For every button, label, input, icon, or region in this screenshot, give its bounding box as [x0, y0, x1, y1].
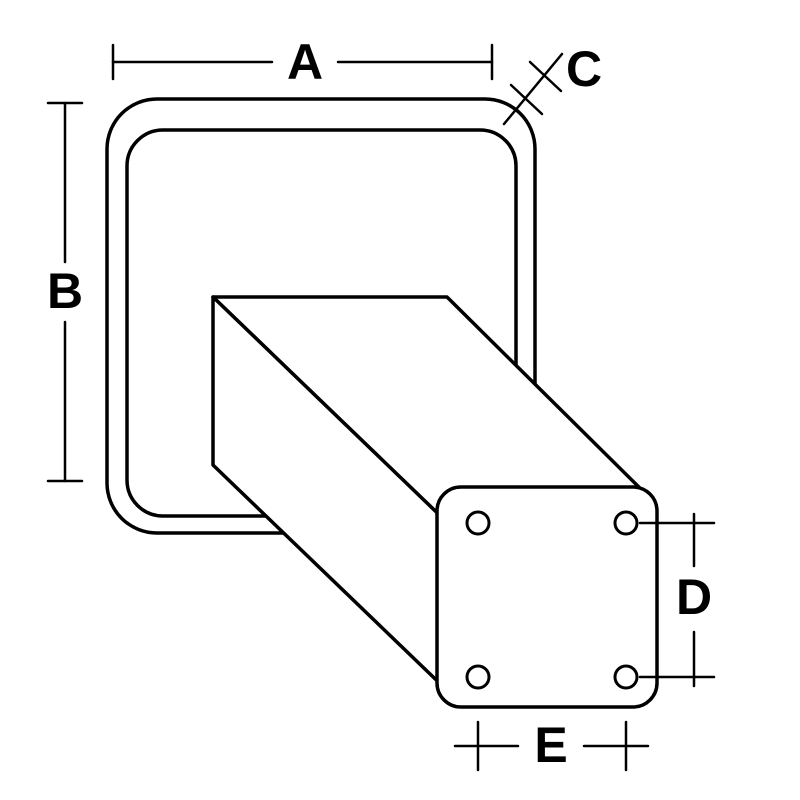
dimension-e: E: [453, 717, 650, 773]
mounting-hole-bottom-left: [465, 664, 491, 690]
dimension-d-label: D: [676, 569, 712, 625]
mounting-hole-top-left: [465, 510, 491, 536]
mounting-hole-bottom-right: [613, 664, 639, 690]
dimension-c-label: C: [566, 41, 602, 97]
dimension-d: D: [638, 512, 716, 688]
dimension-a: A: [111, 34, 494, 90]
dimension-c-outer-tick: [509, 83, 544, 116]
dimension-c-inner-tick: [528, 60, 563, 93]
dimension-c-line: [502, 52, 564, 126]
dimension-c: C: [502, 41, 602, 126]
mounting-plate: [435, 485, 659, 709]
dimension-b-label: B: [47, 263, 83, 319]
mounting-hole-top-right: [613, 510, 639, 536]
dimension-e-label: E: [534, 717, 567, 773]
dimension-b: B: [46, 101, 84, 483]
dimension-a-label: A: [287, 34, 323, 90]
